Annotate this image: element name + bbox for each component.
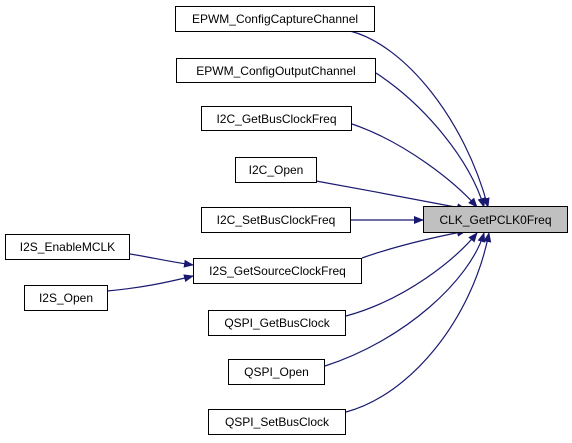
edge-epwm-configcapturechannel [349, 30, 490, 208]
edge-qspi-getbusclock [345, 232, 478, 317]
edge-i2c-getbusclockfreq [351, 123, 478, 208]
edge-i2c-open [315, 180, 467, 212]
node-i2c-getbusclockfreq[interactable]: I2C_GetBusClockFreq [201, 106, 352, 131]
node-i2s-enablemclk[interactable]: I2S_EnableMCLK [5, 234, 130, 260]
edge-epwm-configoutputchannel [375, 72, 486, 208]
edge-qspi-open [324, 232, 486, 367]
node-qspi-getbusclock[interactable]: QSPI_GetBusClock [208, 310, 346, 336]
node-i2s-open[interactable]: I2S_Open [24, 285, 108, 311]
edge-i2s-getsourceclockfreq [361, 228, 467, 259]
node-clk-getpclk0freq: CLK_GetPCLK0Freq [423, 206, 568, 233]
node-qspi-setbusclock[interactable]: QSPI_SetBusClock [208, 409, 346, 435]
node-i2s-getsourceclockfreq[interactable]: I2S_GetSourceClockFreq [193, 258, 362, 284]
edge-i2s-enablemclk [129, 253, 194, 268]
node-epwm-configcapturechannel[interactable]: EPWM_ConfigCaptureChannel [175, 6, 375, 32]
node-qspi-open[interactable]: QSPI_Open [228, 359, 325, 385]
edge-qspi-setbusclock [345, 232, 492, 413]
node-epwm-configoutputchannel[interactable]: EPWM_ConfigOutputChannel [176, 58, 376, 83]
node-i2c-setbusclockfreq[interactable]: I2C_SetBusClockFreq [201, 207, 351, 233]
edge-i2s-open [106, 274, 194, 292]
node-i2c-open[interactable]: I2C_Open [235, 157, 317, 183]
